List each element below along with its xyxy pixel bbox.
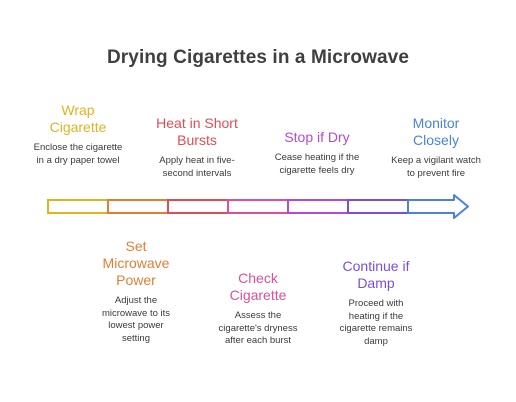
step-description: Proceed with heating if the cigarette re… [339, 298, 413, 347]
step-title: Wrap Cigarette [49, 102, 107, 135]
step-description: Assess the cigarette's dryness after eac… [218, 310, 298, 346]
step-title: Stop if Dry [284, 129, 350, 145]
step-description: Adjust the microwave to its lowest power… [101, 295, 171, 344]
step-set-microwave-power: Set Microwave Power Adjust the microwave… [74, 238, 198, 345]
step-title: Heat in Short Bursts [156, 115, 238, 148]
step-title: Set Microwave Power [102, 238, 170, 288]
step-heat-in-short-bursts: Heat in Short Bursts Apply heat in five-… [135, 115, 259, 180]
step-continue-if-damp: Continue if Damp Proceed with heating if… [314, 258, 438, 348]
step-title: Continue if Damp [342, 258, 410, 291]
timeline-segment-2 [107, 199, 169, 214]
timeline-segment-6 [347, 199, 409, 214]
step-check-cigarette: Check Cigarette Assess the cigarette's d… [196, 270, 320, 348]
diagram-title: Drying Cigarettes in a Microwave [106, 47, 409, 68]
step-description: Apply heat in five-second intervals [159, 155, 235, 179]
timeline-segment-1 [47, 199, 109, 214]
step-description: Keep a vigilant watch to prevent fire [391, 155, 481, 179]
step-description: Cease heating if the cigarette feels dry [274, 152, 360, 176]
step-title: Monitor Closely [412, 115, 460, 148]
step-title: Check Cigarette [229, 270, 287, 303]
timeline-segment-4 [227, 199, 289, 214]
step-wrap-cigarette: Wrap Cigarette Enclose the cigarette in … [16, 102, 140, 167]
step-stop-if-dry: Stop if Dry Cease heating if the cigaret… [255, 129, 379, 177]
step-description: Enclose the cigarette in a dry paper tow… [33, 142, 123, 166]
timeline-segment-3 [167, 199, 229, 214]
timeline-segment-5 [287, 199, 349, 214]
timeline-arrowhead [407, 194, 469, 219]
step-monitor-closely: Monitor Closely Keep a vigilant watch to… [374, 115, 498, 180]
